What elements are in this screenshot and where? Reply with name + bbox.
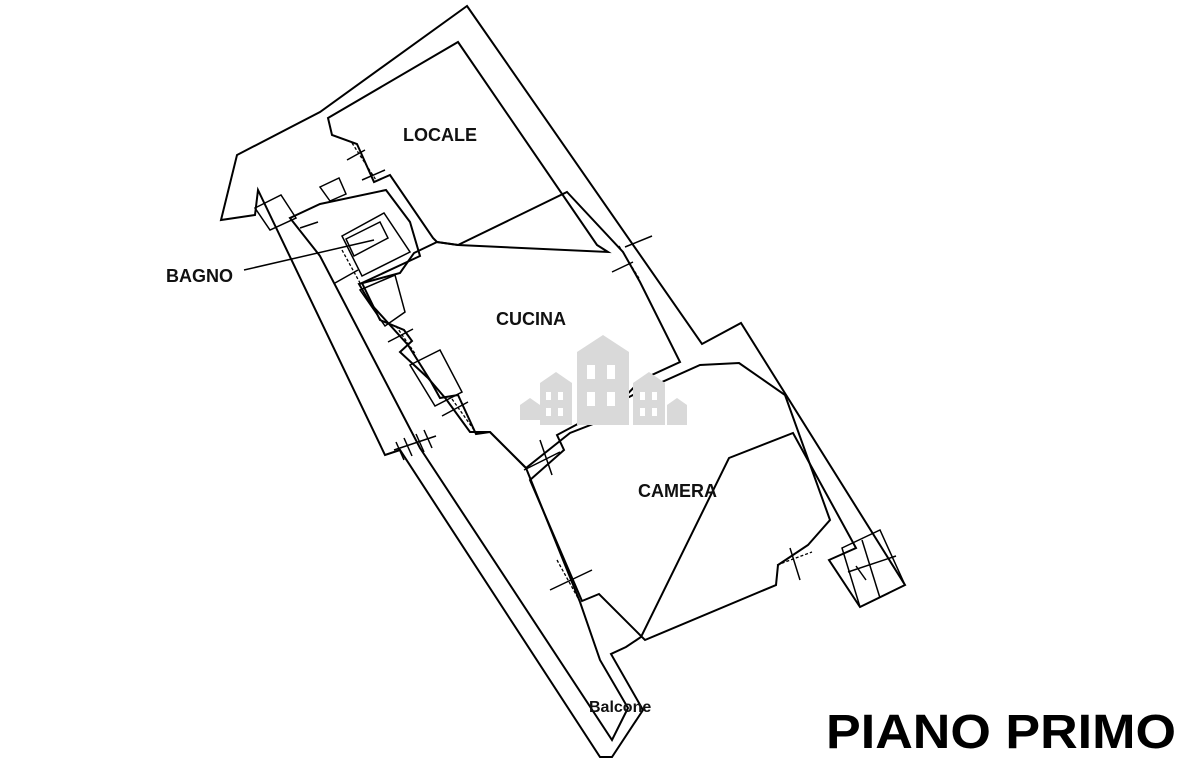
plan-title: PIANO PRIMO [826, 706, 1176, 759]
room-label-cucina: CUCINA [496, 309, 566, 329]
left-window-marks [393, 429, 437, 461]
doorways [334, 142, 813, 599]
room-label-balcone: Balcone [589, 699, 651, 716]
room-label-camera: CAMERA [638, 481, 717, 501]
room-label-locale: LOCALE [403, 125, 477, 145]
wall-pillars [358, 273, 464, 407]
buildings-logo-icon [520, 335, 687, 425]
room-label-bagno: BAGNO [166, 266, 233, 286]
bagno-leader-line [243, 239, 375, 271]
bagno-fixtures [253, 176, 412, 278]
right-corner-niche [841, 528, 906, 609]
